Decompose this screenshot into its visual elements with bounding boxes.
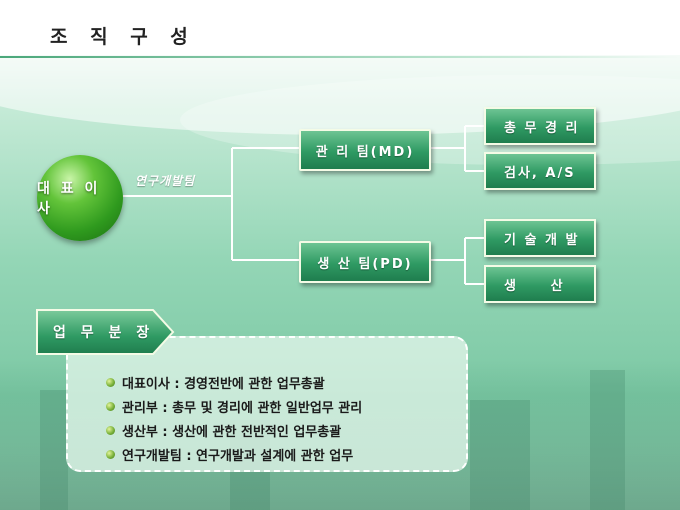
page-title: 조 직 구 성: [50, 26, 196, 48]
duty-text: 관리부 : 총무 및 경리에 관한 일반업무 관리: [122, 400, 363, 416]
factory-stack: [590, 370, 625, 510]
duty-item: 대표이사 : 경영전반에 관한 업무총괄: [106, 370, 362, 394]
sub-general-accounting-box: 총 무 경 리: [484, 107, 596, 145]
sub-production-box: 생 산: [484, 265, 596, 303]
duty-list: 대표이사 : 경영전반에 관한 업무총괄 관리부 : 총무 및 경리에 관한 일…: [106, 370, 362, 466]
sub-label: 총 무 경 리: [504, 120, 580, 136]
bullet-icon: [106, 377, 115, 387]
bullet-icon: [106, 425, 115, 435]
team-pd-label: 생 산 팀(PD): [317, 256, 413, 272]
sub-label: 검사, A/S: [504, 165, 576, 181]
duty-item: 관리부 : 총무 및 경리에 관한 일반업무 관리: [106, 394, 362, 418]
factory-stack: [40, 390, 68, 510]
duty-item: 연구개발팀 : 연구개발과 설계에 관한 업무: [106, 442, 362, 466]
sub-label: 기 술 개 발: [504, 232, 580, 248]
duty-tag-label: 업 무 분 장: [53, 325, 155, 341]
ceo-label: 대 표 이 사: [37, 181, 101, 217]
factory-stack: [470, 400, 530, 510]
sub-tech-dev-box: 기 술 개 발: [484, 219, 596, 257]
rnd-team-label: 연구개발팀: [135, 174, 196, 188]
sub-inspection-as-box: 검사, A/S: [484, 152, 596, 190]
bullet-icon: [106, 401, 115, 411]
duty-panel: [66, 336, 468, 472]
duty-text: 생산부 : 생산에 관한 전반적인 업무총괄: [122, 424, 342, 440]
team-md-box: 관 리 팀(MD): [299, 129, 431, 171]
team-pd-box: 생 산 팀(PD): [299, 241, 431, 283]
duty-item: 생산부 : 생산에 관한 전반적인 업무총괄: [106, 418, 362, 442]
duty-tag: 업 무 분 장: [35, 308, 175, 356]
bullet-icon: [106, 449, 115, 459]
title-underline: [0, 56, 680, 58]
duty-text: 대표이사 : 경영전반에 관한 업무총괄: [122, 376, 325, 392]
duty-text: 연구개발팀 : 연구개발과 설계에 관한 업무: [122, 448, 354, 464]
sub-label: 생 산: [504, 278, 565, 294]
ceo-node: 대 표 이 사: [37, 155, 123, 241]
duty-tag-shape: [36, 309, 175, 355]
team-md-label: 관 리 팀(MD): [315, 144, 415, 160]
